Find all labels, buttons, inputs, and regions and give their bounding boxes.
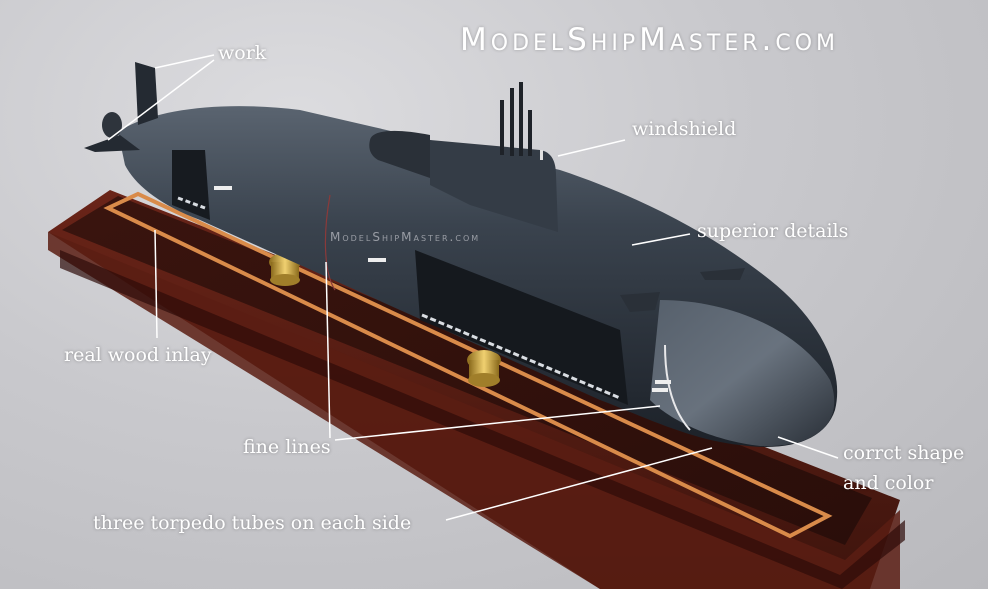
annotation-work: work xyxy=(218,42,267,64)
hull-panel xyxy=(415,250,628,405)
wood-inlay xyxy=(103,191,833,539)
hull-panel xyxy=(172,150,210,220)
annotation-superior-details: superior details xyxy=(697,220,849,242)
stern-fins xyxy=(84,62,158,152)
brass-stand xyxy=(467,350,501,387)
brand-title: ModelShipMaster.com xyxy=(460,22,840,58)
annotation-and-color: and color xyxy=(843,472,934,494)
annotation-fine-lines: fine lines xyxy=(243,436,331,458)
submarine-bow xyxy=(650,300,835,447)
brass-stand xyxy=(269,253,301,286)
annotation-pointers xyxy=(107,54,839,521)
conning-tower xyxy=(430,140,558,232)
annotation-torpedo-tubes: three torpedo tubes on each side xyxy=(93,512,412,534)
annotation-real-wood-inlay: real wood inlay xyxy=(64,344,212,366)
brand-watermark: ModelShipMaster.com xyxy=(330,230,481,244)
annotation-correct-shape: corrct shape xyxy=(843,442,965,464)
annotation-windshield: windshield xyxy=(632,118,737,140)
periscope-masts xyxy=(500,82,532,156)
